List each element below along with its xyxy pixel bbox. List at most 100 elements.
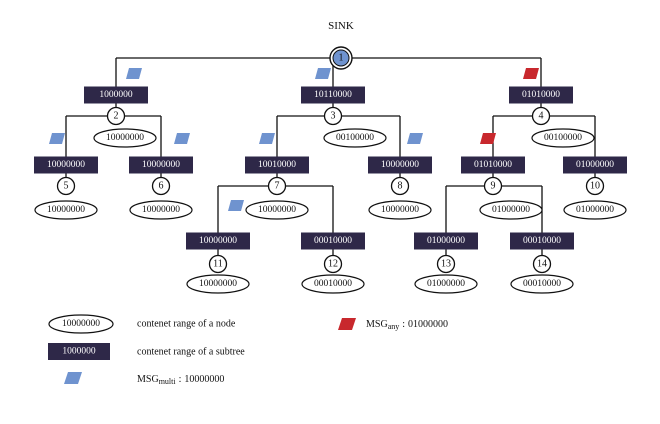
msg-any-flag xyxy=(480,133,496,144)
node-range-label-9: 01000000 xyxy=(492,205,530,215)
node-range-oval-11 xyxy=(186,274,250,294)
sink-node xyxy=(332,49,350,67)
node-label-6: 6 xyxy=(159,181,164,192)
subtree-box-b13 xyxy=(414,232,478,250)
subtree-box-label-b10: 01000000 xyxy=(576,160,614,170)
node-14 xyxy=(532,254,552,274)
node-label-1: 1 xyxy=(339,53,344,64)
subtree-box-b14 xyxy=(510,232,574,250)
node-5 xyxy=(56,176,76,196)
node-label-8: 8 xyxy=(398,181,403,192)
message-flags xyxy=(49,68,539,211)
subtree-box-b8 xyxy=(368,156,432,174)
node-range-label-2: 10000000 xyxy=(106,133,144,143)
legend: 10000000 contenet range of a node 100000… xyxy=(48,314,448,386)
subtree-box-b4 xyxy=(509,86,573,104)
sink-label: SINK xyxy=(328,20,354,32)
node-range-oval-2 xyxy=(93,128,157,148)
legend-msg-multi-flag xyxy=(64,372,82,384)
node-range-oval-14 xyxy=(510,274,574,294)
node-range-oval-12 xyxy=(301,274,365,294)
subtree-box-label-b14: 00010000 xyxy=(523,236,561,246)
subtree-box-label-b13: 01000000 xyxy=(427,236,465,246)
node-label-12: 12 xyxy=(328,259,338,270)
subtree-box-label-b3: 10110000 xyxy=(314,90,352,100)
subtree-range-boxes: 1000000 10110000 01010000 10000000 10000000 1… xyxy=(34,86,627,250)
subtree-box-b3 xyxy=(301,86,365,104)
node-label-14: 14 xyxy=(537,259,547,270)
subtree-box-label-b2: 1000000 xyxy=(99,90,133,100)
node-range-label-3: 00100000 xyxy=(336,133,374,143)
node-12 xyxy=(323,254,343,274)
node-range-oval-7 xyxy=(245,200,309,220)
subtree-box-b12 xyxy=(301,232,365,250)
legend-msg-any: MSGany:01000000 xyxy=(366,319,448,331)
subtree-box-b7 xyxy=(245,156,309,174)
msg-any-flag xyxy=(523,68,539,79)
node-range-oval-10 xyxy=(563,200,627,220)
subtree-box-label-b11: 10000000 xyxy=(199,236,237,246)
subtree-box-b9 xyxy=(461,156,525,174)
node-label-11: 11 xyxy=(213,259,223,270)
node-label-10: 10 xyxy=(590,181,600,192)
legend-msg-multi: MSGmulti:10000000 xyxy=(137,374,224,386)
node-range-oval-5 xyxy=(34,200,98,220)
node-label-9: 9 xyxy=(491,181,496,192)
node-10 xyxy=(585,176,605,196)
subtree-box-label-b4: 01010000 xyxy=(522,90,560,100)
node-6 xyxy=(151,176,171,196)
node-11 xyxy=(208,254,228,274)
subtree-box-label-b8: 10000000 xyxy=(381,160,419,170)
subtree-box-b10 xyxy=(563,156,627,174)
legend-node-oval xyxy=(48,314,114,334)
node-range-oval-6 xyxy=(129,200,193,220)
legend-subtree-text: contenet range of a subtree xyxy=(137,347,245,358)
node-range-oval-8 xyxy=(368,200,432,220)
node-range-oval-9 xyxy=(479,200,543,220)
legend-subtree-sample: 1000000 xyxy=(62,347,96,357)
node-7 xyxy=(267,176,287,196)
msg-multi-flag xyxy=(315,68,331,79)
subtree-box-label-b6: 10000000 xyxy=(142,160,180,170)
subtree-box-label-b5: 10000000 xyxy=(47,160,85,170)
msg-multi-flag xyxy=(228,200,244,211)
node-range-oval-3 xyxy=(323,128,387,148)
msg-multi-flag xyxy=(49,133,65,144)
node-label-4: 4 xyxy=(539,111,544,122)
node-range-label-4: 00100000 xyxy=(544,133,582,143)
node-range-label-14: 00010000 xyxy=(523,279,561,289)
node-range-label-13: 01000000 xyxy=(427,279,465,289)
node-range-label-12: 00010000 xyxy=(314,279,352,289)
node-label-7: 7 xyxy=(275,181,280,192)
subtree-box-b5 xyxy=(34,156,98,174)
node-range-label-10: 01000000 xyxy=(576,205,614,215)
node-range-label-11: 10000000 xyxy=(199,279,237,289)
node-4 xyxy=(531,106,551,126)
legend-node-sample: 10000000 xyxy=(62,319,100,329)
msg-multi-flag xyxy=(407,133,423,144)
node-range-ovals: 10000000 00100000 00100000 10000000 10000000… xyxy=(34,128,627,294)
node-range-oval-4 xyxy=(531,128,595,148)
msg-multi-flag xyxy=(174,133,190,144)
subtree-box-label-b12: 00010000 xyxy=(314,236,352,246)
node-range-oval-13 xyxy=(414,274,478,294)
legend-subtree-box xyxy=(48,343,110,360)
node-9 xyxy=(483,176,503,196)
legend-msg-any-flag xyxy=(338,318,356,330)
msg-multi-flag xyxy=(259,133,275,144)
node-range-label-7: 10000000 xyxy=(258,205,296,215)
node-range-label-8: 10000000 xyxy=(381,205,419,215)
node-label-13: 13 xyxy=(441,259,451,270)
node-range-label-6: 10000000 xyxy=(142,205,180,215)
msg-multi-flag xyxy=(126,68,142,79)
subtree-box-label-b9: 01010000 xyxy=(474,160,512,170)
node-2 xyxy=(106,106,126,126)
node-label-3: 3 xyxy=(331,111,336,122)
node-3 xyxy=(323,106,343,126)
subtree-box-label-b7: 10010000 xyxy=(258,160,296,170)
node-8 xyxy=(390,176,410,196)
legend-node-text: contenet range of a node xyxy=(137,319,236,330)
node-13 xyxy=(436,254,456,274)
